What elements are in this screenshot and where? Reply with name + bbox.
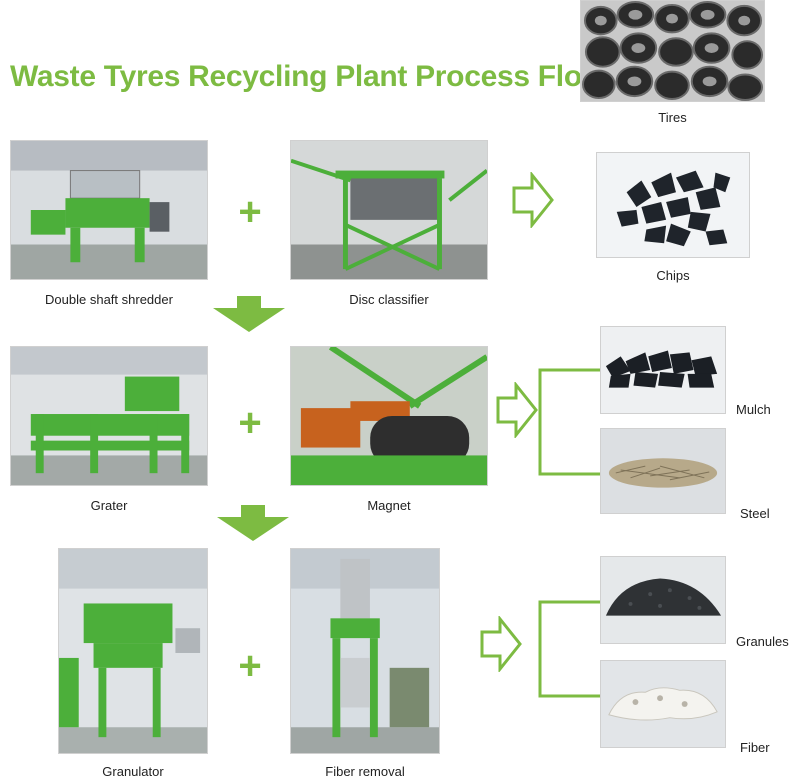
magnet-photo: [290, 346, 488, 486]
granulator-label: Granulator: [102, 764, 164, 779]
page-title: Waste Tyres Recycling Plant Process Flow: [10, 60, 605, 93]
chips-photo: [596, 152, 750, 258]
fiber-label: Fiber: [740, 740, 770, 755]
plus-icon: +: [238, 644, 262, 688]
disc-classifier-label: Disc classifier: [349, 292, 429, 307]
bracket-connector: [538, 600, 600, 698]
plus-icon: +: [238, 190, 262, 234]
granules-photo: [600, 556, 726, 644]
fiber-removal-label: Fiber removal: [325, 764, 405, 779]
chips-label: Chips: [656, 268, 690, 283]
tires-label: Tires: [658, 110, 687, 125]
fiber-photo: [600, 660, 726, 748]
down-arrow-icon: [213, 296, 285, 332]
bracket-connector: [538, 368, 600, 476]
double-shaft-shredder-label: Double shaft shredder: [45, 292, 173, 307]
granulator-photo: [58, 548, 208, 754]
steel-photo: [600, 428, 726, 514]
disc-classifier-photo: [290, 140, 488, 280]
plus-icon: +: [238, 401, 262, 445]
granules-label: Granules: [736, 634, 789, 649]
mulch-photo: [600, 326, 726, 414]
double-shaft-shredder-photo: [10, 140, 208, 280]
magnet-label: Magnet: [367, 498, 411, 513]
fiber-removal-photo: [290, 548, 440, 754]
steel-label: Steel: [740, 506, 770, 521]
mulch-label: Mulch: [736, 402, 771, 417]
right-arrow-icon: [512, 172, 554, 228]
right-arrow-icon: [480, 616, 522, 672]
grater-photo: [10, 346, 208, 486]
right-arrow-icon: [496, 382, 538, 438]
tires-photo: [580, 0, 765, 102]
down-arrow-icon: [217, 505, 289, 541]
grater-label: Grater: [90, 498, 128, 513]
